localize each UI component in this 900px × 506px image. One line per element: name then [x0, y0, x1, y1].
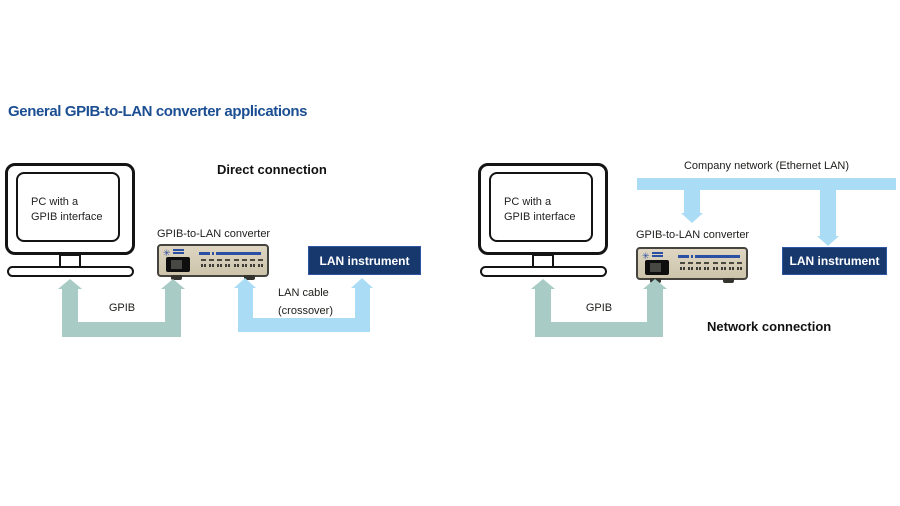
- converter-label: GPIB-to-LAN converter: [636, 229, 750, 241]
- network-arrow-to-instrument-icon: [817, 236, 839, 246]
- lan-cable-bottom: [238, 318, 370, 332]
- gpib-cable-right: [165, 288, 181, 337]
- gpib-cable-label: GPIB: [585, 302, 613, 314]
- pc-monitor: PC with a GPIB interface: [5, 163, 135, 255]
- network-connection-heading: Network connection: [707, 319, 832, 334]
- device-foot: [171, 275, 182, 280]
- brand-text-marks: [651, 252, 663, 258]
- gpib-cable-right: [647, 288, 663, 337]
- lan-instrument-label: LAN instrument: [789, 254, 880, 268]
- gpib-to-lan-converter-device: ✳: [157, 244, 269, 280]
- page-title: General GPIB-to-LAN converter applicatio…: [8, 103, 308, 120]
- device-foot: [723, 278, 734, 283]
- led-indicators: [680, 262, 742, 270]
- sunburst-icon: ✳: [163, 248, 171, 258]
- lan-cable-right: [355, 287, 370, 332]
- lan-cable-label-line1: LAN cable: [278, 287, 329, 299]
- brand-logo-icon: ✳: [163, 249, 184, 258]
- gpib-cable-bottom: [62, 322, 181, 337]
- gpib-cable-bottom: [535, 322, 663, 337]
- company-network-bar: [637, 178, 896, 190]
- converter-label: GPIB-to-LAN converter: [157, 228, 271, 240]
- pc-monitor-screen: PC with a GPIB interface: [16, 172, 120, 242]
- device-model-text-marks: [678, 255, 740, 258]
- network-drop-to-converter: [684, 190, 700, 213]
- lan-instrument-box: LAN instrument: [308, 246, 421, 275]
- pc-label: PC with a GPIB interface: [31, 196, 103, 223]
- gpib-arrow-to-pc-icon: [531, 279, 555, 289]
- pc-monitor-base: [480, 266, 607, 277]
- gpib-port: [166, 257, 190, 272]
- sunburst-icon: ✳: [642, 251, 650, 261]
- gpib-arrow-to-converter-icon: [643, 279, 667, 289]
- gpib-cable-label: GPIB: [108, 302, 136, 314]
- lan-arrow-to-instrument-icon: [351, 278, 373, 288]
- brand-text-marks: [172, 249, 184, 255]
- gpib-to-lan-converter-device: ✳: [636, 247, 748, 283]
- pc-label: PC with a GPIB interface: [504, 196, 576, 223]
- pc-monitor-base: [7, 266, 134, 277]
- network-drop-to-instrument: [820, 190, 836, 236]
- direct-connection-heading: Direct connection: [217, 162, 327, 177]
- gpib-arrow-to-pc-icon: [58, 279, 82, 289]
- gpib-arrow-to-converter-icon: [161, 279, 185, 289]
- lan-cable-label-line2: (crossover): [278, 305, 334, 317]
- lan-instrument-label: LAN instrument: [319, 253, 410, 268]
- lan-arrow-to-converter-icon: [234, 278, 256, 288]
- company-network-label: Company network (Ethernet LAN): [683, 160, 850, 172]
- brand-logo-icon: ✳: [642, 252, 663, 261]
- pc-monitor-screen: PC with a GPIB interface: [489, 172, 593, 242]
- device-foot: [244, 275, 255, 280]
- pc-monitor: PC with a GPIB interface: [478, 163, 608, 255]
- network-arrow-to-converter-icon: [681, 213, 703, 223]
- lan-instrument-box: LAN instrument: [782, 247, 887, 275]
- led-indicators: [201, 259, 263, 267]
- device-model-text-marks: [199, 252, 261, 255]
- gpib-port: [645, 260, 669, 275]
